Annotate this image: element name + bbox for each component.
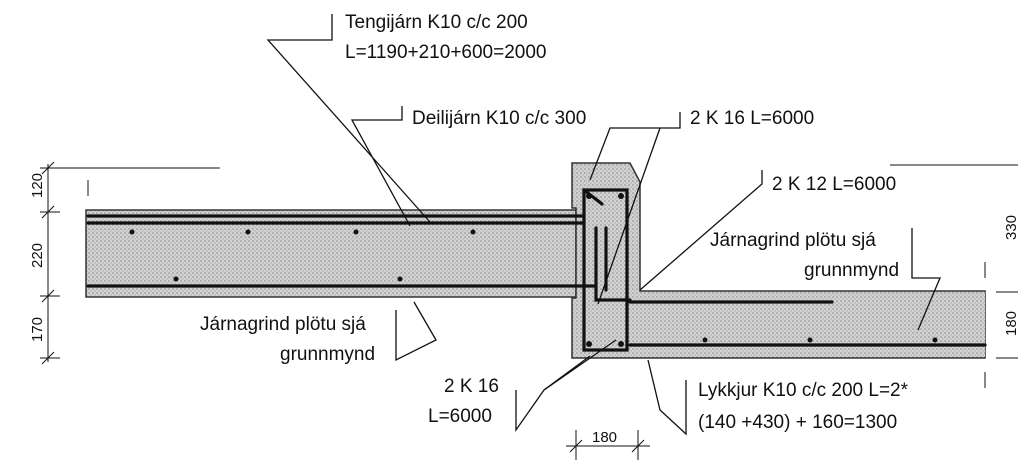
stirrups-label-1: Lykkjur K10 c/c 200 L=2* xyxy=(698,380,909,401)
deilijarn-label: Deilijárn K10 c/c 300 xyxy=(412,108,586,129)
dim-left-mid: 220 xyxy=(29,243,46,268)
stirrup-hook xyxy=(582,188,604,206)
bar-dots xyxy=(129,193,938,347)
stirrups-label-2: (140 +430) + 160=1300 xyxy=(698,412,897,433)
dim-beam-width: 180 xyxy=(592,429,617,446)
mid-bars-label: 2 K 12 L=6000 xyxy=(772,174,896,195)
tengijarn-label-1: Tengijárn K10 c/c 200 xyxy=(345,12,528,33)
right-dimension-lines xyxy=(890,164,1018,388)
dim-left-bottom: 170 xyxy=(29,317,46,342)
bottom-bars-label-1: 2 K 16 xyxy=(444,376,499,397)
dim-right-top: 330 xyxy=(1003,215,1018,240)
left-dimension-lines xyxy=(40,161,220,365)
link-bar xyxy=(594,226,632,302)
beam-width-dimension xyxy=(566,430,650,460)
leader-lines xyxy=(266,14,941,436)
top-bars-label: 2 K 16 L=6000 xyxy=(690,108,814,129)
stirrup xyxy=(582,188,629,352)
dim-left-top: 120 xyxy=(29,173,46,198)
right-mesh-label-1: Járnagrind plötu sjá xyxy=(710,230,876,251)
bottom-bars-label-2: L=6000 xyxy=(428,406,492,427)
right-mesh-label-2: grunnmynd xyxy=(804,260,899,281)
tengijarn-label-2: L=1190+210+600=2000 xyxy=(345,42,546,63)
left-mesh-label-2: grunnmynd xyxy=(280,344,375,365)
left-mesh-label-1: Járnagrind plötu sjá xyxy=(200,314,366,335)
dim-right-bottom: 180 xyxy=(1003,311,1018,336)
